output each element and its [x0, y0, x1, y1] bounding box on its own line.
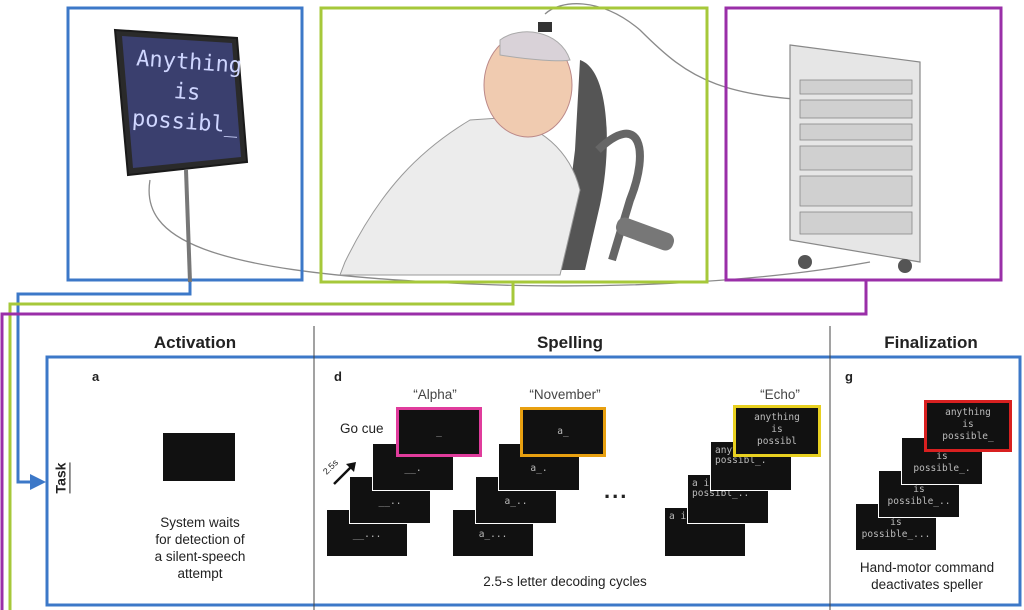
monitor-screen-text: Anything is possibl_ — [129, 44, 245, 141]
blue-connector — [16, 282, 192, 484]
final-stack-1-line-2: possible_. — [913, 463, 971, 474]
alpha-stack-text-2: __.. — [378, 496, 402, 507]
echo-front-line-1: anything — [754, 412, 800, 423]
monitor-panel-frame — [66, 6, 304, 282]
activation-blank-screen — [163, 433, 235, 481]
finalization-caption-line-2: deactivates speller — [871, 577, 983, 592]
quote-alpha: “Alpha” — [413, 387, 457, 402]
activation-caption: System waits for detection of a silent-s… — [120, 514, 280, 582]
panel-label-a: a — [92, 369, 100, 384]
final-stack-3-line-1: is — [890, 517, 902, 528]
november-front-text: a_ — [557, 426, 569, 437]
activation-caption-line-1: System waits — [160, 515, 240, 530]
echo-stack-text-2: a is possibl_.. — [692, 478, 750, 499]
finalization-caption: Hand-motor command deactivates speller — [832, 559, 1022, 593]
phase-finalization: Finalization — [884, 333, 978, 352]
green-connector — [8, 282, 515, 610]
patient-panel-frame — [319, 6, 709, 284]
computer-panel-frame — [724, 6, 1003, 282]
spelling-caption: 2.5-s letter decoding cycles — [483, 574, 647, 589]
echo-front-line-2: is — [771, 424, 783, 435]
echo-front-screen: anything is possibl — [733, 405, 821, 457]
blue-arrowhead — [30, 474, 46, 490]
go-cue-arrow — [333, 465, 353, 485]
alpha-front-text: _ — [436, 426, 442, 437]
final-front-line-1: anything — [945, 407, 991, 418]
activation-caption-line-2: for detection of — [155, 532, 245, 547]
november-stack-text-1: a_. — [530, 463, 548, 474]
go-cue-label: Go cue — [340, 421, 384, 436]
november-stack-text-3: a_... — [478, 529, 508, 540]
final-front-line-2: is — [962, 419, 974, 430]
quote-november: “November” — [529, 387, 601, 402]
computer-rack-drawing — [789, 44, 921, 273]
final-stack-1-line-1: is — [936, 451, 948, 462]
purple-connector — [0, 280, 868, 610]
alpha-front-screen: _ — [396, 407, 482, 457]
patient-drawing — [339, 22, 675, 276]
final-front-screen: anything is possible_ — [924, 400, 1012, 452]
head-cable — [544, 3, 861, 103]
final-stack-2-line-2: possible_.. — [887, 496, 951, 507]
november-stack-text-2: a_.. — [504, 496, 528, 507]
november-front-screen: a_ — [520, 407, 606, 457]
phase-activation: Activation — [153, 333, 237, 352]
quote-echo: “Echo” — [760, 387, 800, 402]
task-frame — [45, 355, 1022, 607]
task-label: Task — [52, 462, 71, 494]
alpha-stack-text-3: __... — [352, 529, 382, 540]
phase-spelling: Spelling — [536, 333, 604, 352]
cycles-ellipsis: ... — [604, 478, 629, 503]
alpha-stack-text-1: __. — [404, 463, 422, 474]
final-front-line-3: possible_ — [942, 431, 994, 442]
finalization-caption-line-1: Hand-motor command — [859, 560, 995, 575]
final-stack-2-line-1: is — [913, 484, 925, 495]
monitor-drawing — [113, 28, 249, 283]
activation-caption-line-3: a silent-speech — [154, 549, 246, 564]
echo-front-line-3: possibl — [756, 436, 798, 447]
go-cue-arrowhead — [346, 462, 356, 472]
activation-caption-line-4: attempt — [177, 566, 223, 581]
final-stack-3-line-2: possible_... — [861, 529, 931, 540]
panel-label-g: g — [845, 369, 853, 384]
panel-label-d: d — [334, 369, 342, 384]
